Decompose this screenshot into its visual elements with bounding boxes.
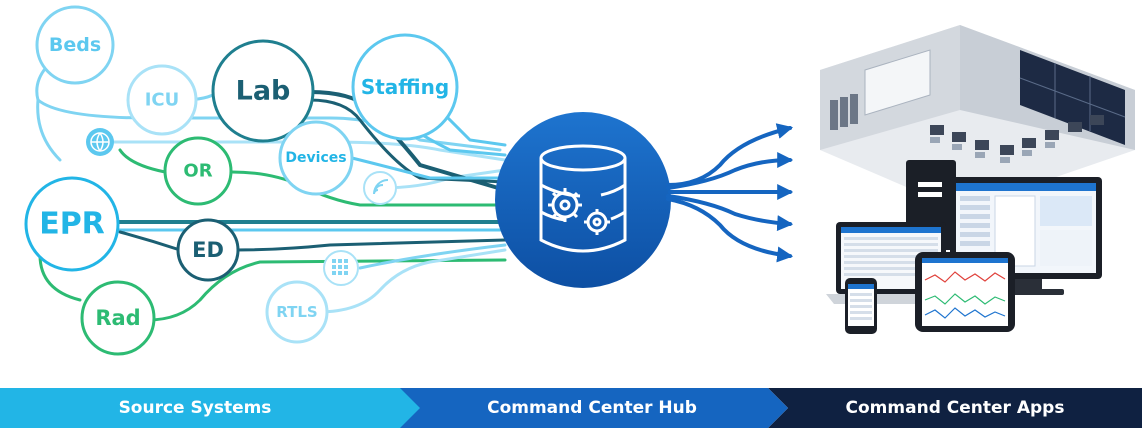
bubble-lab: Lab bbox=[211, 39, 315, 143]
bubble-rtls: RTLS bbox=[265, 280, 329, 344]
bubble-staffing-label: Staffing bbox=[361, 75, 449, 99]
stage-source-systems-label: Source Systems bbox=[118, 398, 272, 418]
command-center-room-illustration bbox=[820, 25, 1135, 210]
bubble-lab-label: Lab bbox=[236, 76, 291, 107]
command-center-hub bbox=[495, 112, 671, 288]
bubble-ed: ED bbox=[176, 218, 240, 282]
stage-command-center-hub-label: Command Center Hub bbox=[487, 398, 697, 418]
bubble-devices: Devices bbox=[278, 120, 354, 196]
rtls-grid-icon bbox=[323, 250, 359, 286]
bubble-epr-label: EPR bbox=[39, 207, 105, 242]
globe-icon bbox=[86, 128, 114, 156]
stage-banner: Source Systems Command Center Hub Comman… bbox=[0, 388, 1142, 428]
bubble-or-label: OR bbox=[183, 161, 212, 182]
bubble-devices-label: Devices bbox=[285, 150, 346, 166]
stage-command-center-apps: Command Center Apps bbox=[768, 388, 1142, 428]
gears-database-icon bbox=[539, 144, 627, 253]
stage-source-systems: Source Systems bbox=[0, 388, 420, 428]
bubble-ed-label: ED bbox=[192, 238, 224, 262]
bubble-or: OR bbox=[163, 136, 233, 206]
bubble-icu-label: ICU bbox=[145, 90, 180, 111]
stage-command-center-hub: Command Center Hub bbox=[396, 388, 788, 428]
stage-command-center-apps-label: Command Center Apps bbox=[845, 398, 1065, 418]
output-arrows bbox=[666, 123, 794, 263]
bubble-icu: ICU bbox=[126, 64, 198, 136]
bubble-beds: Beds bbox=[35, 5, 115, 85]
bubble-rad-label: Rad bbox=[95, 306, 140, 330]
wifi-signal-icon bbox=[363, 171, 397, 205]
bubble-rtls-label: RTLS bbox=[276, 303, 317, 321]
bubble-epr: EPR bbox=[24, 176, 120, 272]
bubble-staffing: Staffing bbox=[351, 33, 459, 141]
bubble-rad: Rad bbox=[80, 280, 156, 356]
devices-illustration bbox=[826, 160, 1102, 334]
bubble-beds-label: Beds bbox=[49, 34, 101, 56]
